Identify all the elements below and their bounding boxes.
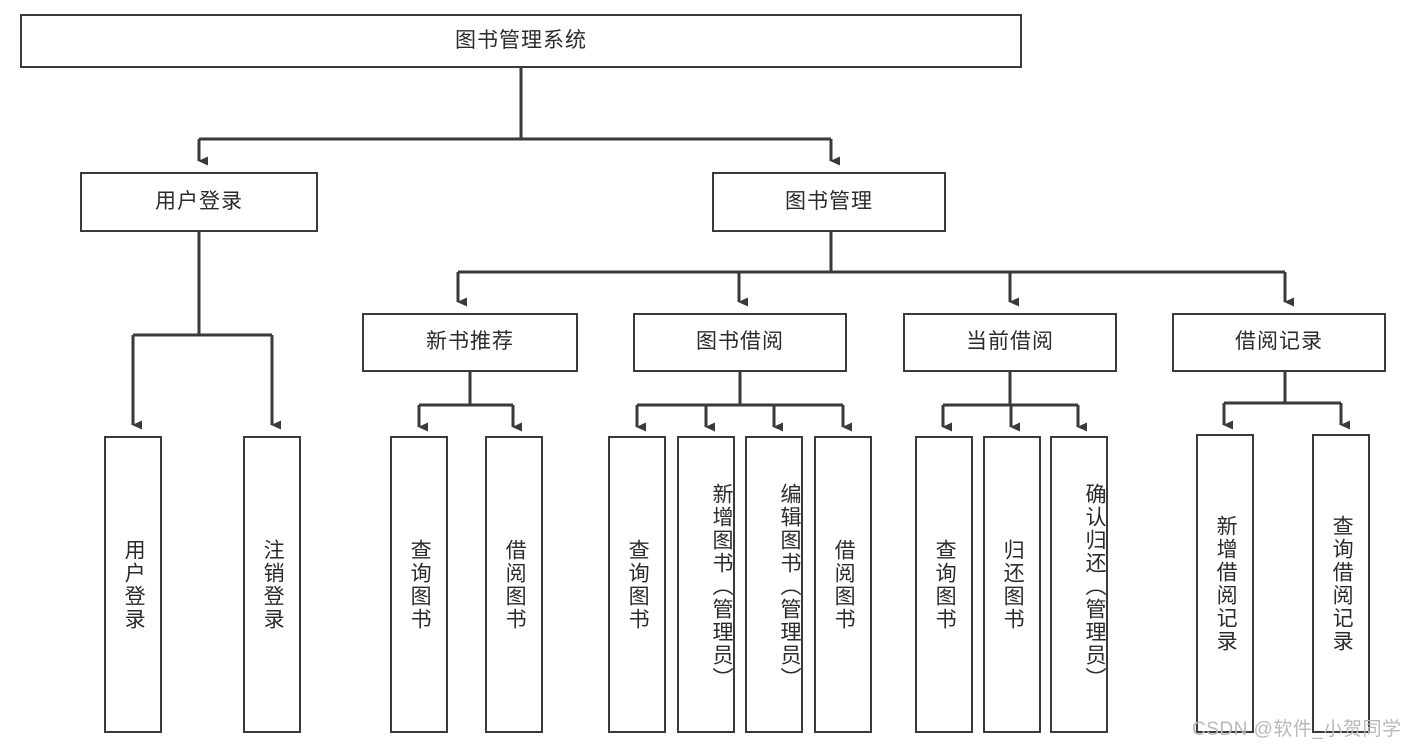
node-new-book-rec[interactable]: 新书推荐 — [362, 313, 578, 372]
node-current-borrow-label: 当前借阅 — [966, 330, 1054, 354]
node-leaf-query-book-2-label: 查询图书 — [626, 538, 650, 631]
node-leaf-borrow-book-1[interactable]: 借阅图书 — [485, 436, 543, 733]
node-leaf-return-book-label: 归还图书 — [1001, 538, 1025, 631]
node-leaf-user-login[interactable]: 用户登录 — [104, 436, 162, 733]
node-leaf-query-book-3-label: 查询图书 — [933, 538, 957, 631]
node-leaf-borrow-book-1-label: 借阅图书 — [503, 538, 527, 631]
node-borrow-record-label: 借阅记录 — [1235, 330, 1323, 354]
node-leaf-query-record-label: 查询借阅记录 — [1330, 514, 1354, 653]
node-book-manage-label: 图书管理 — [785, 189, 873, 213]
node-leaf-add-book[interactable]: 新增图书（管理员） — [677, 436, 735, 733]
node-leaf-add-book-label: 新增图书（管理员） — [710, 483, 733, 690]
node-leaf-query-book-3[interactable]: 查询图书 — [915, 436, 973, 733]
node-leaf-query-book-1[interactable]: 查询图书 — [390, 436, 448, 733]
node-borrow-record[interactable]: 借阅记录 — [1172, 313, 1386, 372]
node-user-login[interactable]: 用户登录 — [80, 172, 318, 232]
node-leaf-borrow-book-2-label: 借阅图书 — [832, 538, 856, 631]
node-user-login-label: 用户登录 — [155, 189, 243, 213]
node-leaf-edit-book[interactable]: 编辑图书（管理员） — [745, 436, 803, 733]
node-leaf-logout-label: 注销登录 — [261, 538, 285, 631]
node-root-label: 图书管理系统 — [455, 28, 587, 52]
node-root[interactable]: 图书管理系统 — [20, 14, 1022, 68]
node-leaf-query-record[interactable]: 查询借阅记录 — [1312, 434, 1370, 733]
node-book-borrow-label: 图书借阅 — [696, 330, 784, 354]
node-book-manage[interactable]: 图书管理 — [712, 172, 946, 232]
node-new-book-rec-label: 新书推荐 — [426, 330, 514, 354]
node-leaf-query-book-2[interactable]: 查询图书 — [608, 436, 666, 733]
node-leaf-return-book[interactable]: 归还图书 — [983, 436, 1041, 733]
node-leaf-add-record[interactable]: 新增借阅记录 — [1196, 434, 1254, 733]
node-leaf-user-login-label: 用户登录 — [122, 538, 146, 631]
node-book-borrow[interactable]: 图书借阅 — [633, 313, 847, 372]
node-leaf-confirm-return[interactable]: 确认归还（管理员） — [1050, 436, 1108, 733]
node-leaf-logout[interactable]: 注销登录 — [243, 436, 301, 733]
node-current-borrow[interactable]: 当前借阅 — [903, 313, 1117, 372]
node-leaf-confirm-return-label: 确认归还（管理员） — [1083, 483, 1106, 690]
node-leaf-add-record-label: 新增借阅记录 — [1214, 514, 1238, 653]
node-leaf-edit-book-label: 编辑图书（管理员） — [778, 483, 801, 690]
node-leaf-borrow-book-2[interactable]: 借阅图书 — [814, 436, 872, 733]
node-leaf-query-book-1-label: 查询图书 — [408, 538, 432, 631]
csdn-watermark: CSDN @软件_小贺同学 — [1192, 719, 1402, 740]
